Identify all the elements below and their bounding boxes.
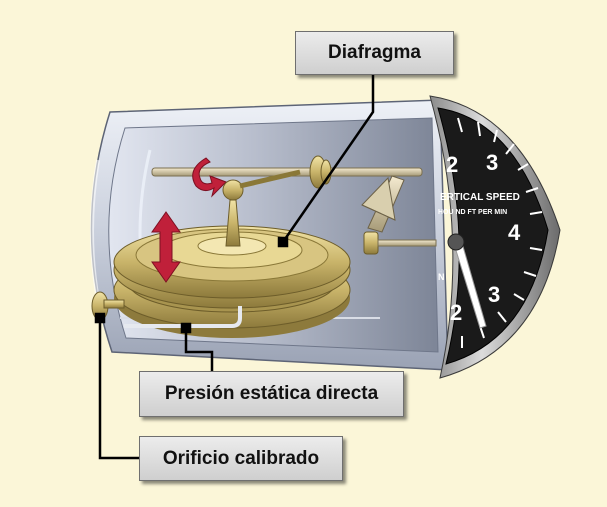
expansion-arrow xyxy=(151,211,181,283)
dial-title-line2: HOU ND FT PER MIN xyxy=(438,209,507,216)
rotation-arrow xyxy=(192,157,227,198)
label-diaphragm: Diafragma xyxy=(295,31,454,75)
dial-number-4: 4 xyxy=(508,220,521,245)
label-direct-static-pressure: Presión estática directa xyxy=(139,371,404,417)
dial-letter: N xyxy=(438,272,445,282)
pushrod xyxy=(222,169,301,247)
label-calibrated-orifice: Orificio calibrado xyxy=(139,436,343,481)
dial-number-3-down: 3 xyxy=(488,282,500,307)
dial-number-3-up: 3 xyxy=(486,150,498,175)
dial-number-2-up: 2 xyxy=(446,152,458,177)
diaphragm-capsule xyxy=(113,225,351,338)
static-pressure-tube xyxy=(124,306,242,328)
sector-gear-linkage xyxy=(361,175,437,255)
dial-number-2-down: 2 xyxy=(450,300,462,325)
leader-lines xyxy=(94,73,375,460)
dial-title-line1: ERTICAL SPEED xyxy=(440,192,520,203)
vsi-dial: 2 3 4 3 2 ERTICAL SPEED HOU ND FT PER MI… xyxy=(429,95,561,379)
